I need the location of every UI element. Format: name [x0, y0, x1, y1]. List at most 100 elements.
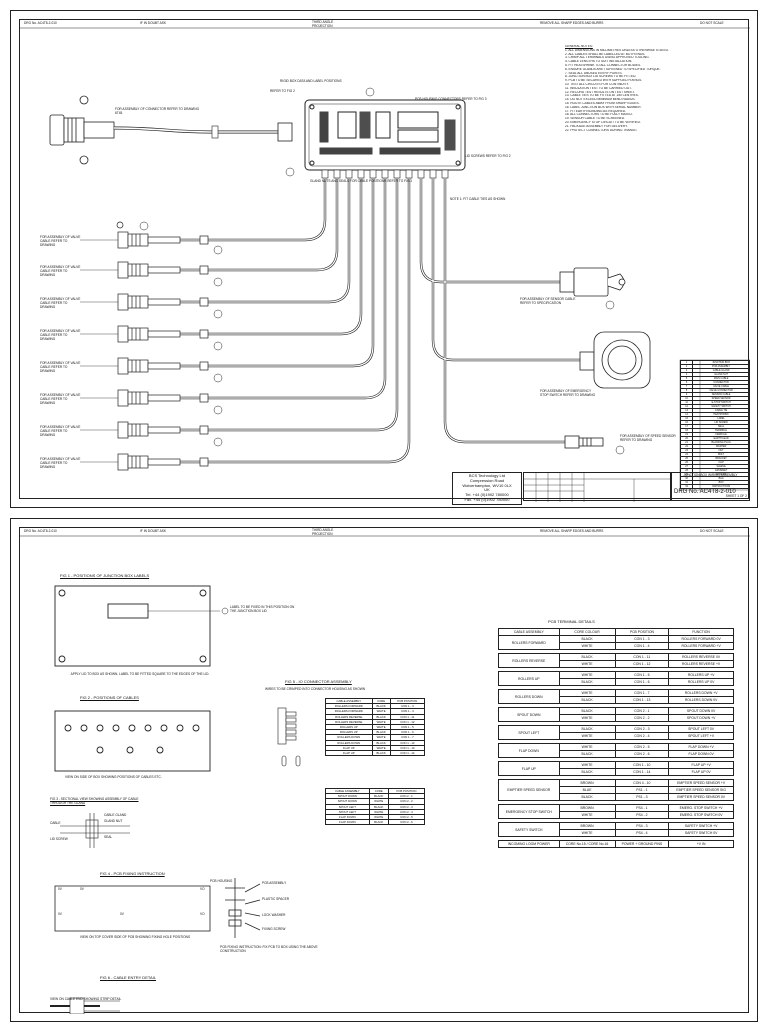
fig4-bottom-note: PCB FIXING INSTRUCTION: FIX PCB TO BOX U… — [220, 945, 318, 953]
sheet2-if-in-doubt: IF IN DOUBT ASK — [140, 529, 166, 533]
pcb-cell: WHITE — [558, 689, 616, 697]
company-addr1: Compression Road — [469, 477, 505, 483]
pcb-cell: FLAP DOWN 0V — [668, 750, 734, 758]
pcb-cell: CON 1 - 14 — [614, 768, 670, 776]
fig4-pcb-icon — [54, 878, 261, 938]
callout-safety-switch: FOR ASSEMBLY OF SENSOR CABLE REFER TO SP… — [520, 297, 576, 305]
general-notes: GENERAL NOTES: 1. ALL DIMENSIONS IN MILL… — [565, 45, 745, 132]
pcb-cell: PS1 - 3 — [614, 793, 670, 801]
callout-speed-sensor: FOR ASSEMBLY OF SPEED SENSOR REFER TO DR… — [620, 434, 676, 442]
pcb-cell: BROWN — [558, 779, 616, 787]
connector-cell: CON 2 - 6 — [387, 819, 426, 826]
fig1-lid-icon — [54, 585, 229, 667]
pcb-cell: PS4 - 1 — [614, 804, 670, 812]
pcb-cell: FLAP UP 0V — [668, 768, 734, 776]
pcb-cell: ROLLERS DOWN +V — [668, 689, 734, 697]
pcb-cell: +V IN — [668, 840, 734, 848]
pcb-cell: WHITE — [558, 811, 616, 819]
note-item: 8. JUNCTION BOX LID SCREWS TO BE FITTED. — [565, 75, 637, 79]
note-item: 18. ALL CONNECTORS TO BE FULLY MATED. — [565, 113, 633, 117]
fig2-side-icon — [54, 710, 211, 772]
fig4-label-1: 0V — [58, 887, 62, 891]
fig3-label-2: GLAND NUT — [104, 819, 123, 823]
box-glands — [321, 169, 449, 179]
pcb-cell: CON 2 - 5 — [614, 743, 670, 751]
pcb-cell: PS4 - 3 — [614, 822, 670, 830]
fig3-label-5: LID SCREW — [50, 837, 68, 841]
pcb-cell: ROLLERS FORWARD 0V — [668, 635, 734, 643]
pcb-cell: CON 1 - 6 — [614, 678, 670, 686]
pcb-cell: CON 1 - 7 — [614, 689, 670, 697]
pcb-cable-assembly: ROLLERS UP — [498, 671, 560, 686]
sheet2-do-not-scale: DO NOT SCALE — [700, 529, 724, 533]
pcb-cell: BLACK — [558, 653, 616, 661]
callout-pcb-housing: PCB HOUSING CONNECTORS REFER TO FIG 3 — [415, 97, 487, 101]
pcb-cell: SAFETY SWITCH +V — [668, 822, 734, 830]
sheet2-drg-ref: DRG No. AC4T8-2-010 — [24, 529, 57, 533]
fig4-note: VIEW ON TOP COVER SIDE OF PCB SHOWING FI… — [79, 935, 191, 939]
valve-cables — [180, 178, 411, 464]
branch-label-6: FOR ASSEMBLY OF VALVE CABLE REFER TO DRA… — [40, 393, 81, 405]
fig6-cable-icon — [50, 997, 120, 1014]
pcb-cell: PS4 - 4 — [614, 829, 670, 837]
callout-box-data: RIGID BOX DATA AND LABEL POSITIONS — [280, 79, 342, 83]
fig2-title: FIG 2 - POSITIONS OF CABLES — [80, 695, 139, 700]
pcb-cell: WHITE — [558, 671, 616, 679]
fig4-label-5: 0V — [120, 912, 124, 916]
part-number: 32 — [679, 484, 694, 489]
pcb-cell: CON 1 - 3 — [614, 635, 670, 643]
pcb-cell: BROWN — [558, 822, 616, 830]
pcb-cable-assembly: FLAP DOWN — [498, 743, 560, 758]
note-item: 20. EMERGENCY STOP CIRCUIT TO BE VERIFIE… — [565, 120, 641, 124]
revision-grid — [524, 473, 672, 502]
fig1-note: APPLY LID TO BOX AS SHOWN. LABEL TO BE F… — [70, 672, 210, 676]
pcb-header-cell: CORE COLOUR — [558, 628, 616, 636]
pcb-cable-assembly: INCOMING LOOM POWER — [498, 840, 560, 848]
pcb-cable-assembly: ROLLERS REVERSE — [498, 653, 560, 668]
note-item: 19. SENSOR CABLE TO BE SCREENED. — [565, 117, 625, 121]
pcb-cell: FLAP DOWN +V — [668, 743, 734, 751]
callout-main-cable: FOR ASSEMBLY OF CONNECTOR REFER TO DRAWI… — [115, 107, 200, 115]
pcb-cell: CON 2 - 2 — [614, 714, 670, 722]
pcb-cell: SPOUT LEFT +V — [668, 732, 734, 740]
pcb-cable-assembly: SPOUT DOWN — [498, 707, 560, 722]
pcb-cell: ROLLERS UP +V — [668, 671, 734, 679]
connector-cell: FLAP UP — [325, 749, 373, 757]
note-item: 9. PCB TO BE SECURED WITH SUPPLIED FIXIN… — [565, 79, 643, 83]
pcb-cell: EMPTIER SPEED SENSOR 0V — [668, 793, 734, 801]
branch-label-3: FOR ASSEMBLY OF VALVE CABLE REFER TO DRA… — [40, 297, 81, 309]
pcb-cell: CON 1 - 12 — [614, 660, 670, 668]
pcb-cell: WHITE — [558, 743, 616, 751]
fig4-label-2: 0V — [80, 887, 84, 891]
drawing-sheet-2: DRG No. AC4T8-2-010 IF IN DOUBT ASK THIR… — [10, 518, 758, 1022]
pcb-cell: ROLLERS REVERSE 0V — [668, 653, 734, 661]
drawing-title: JUNCTION BOX WIRING ASSEMBLY — [683, 473, 738, 477]
item-balloons — [139, 87, 625, 455]
emergency-stop-icon — [579, 331, 651, 389]
fig4-title: FIG 4 - PCB FIXING INSTRUCTION — [100, 871, 165, 876]
pcb-cable-assembly: FLAP UP — [498, 761, 560, 776]
sheet-1-drawing — [20, 27, 750, 491]
note-item: 12. RECORD TEST RESULTS ON TEST SHEET. — [565, 90, 636, 94]
note-item: 22. PROTECT CONNECTORS DURING TRANSIT. — [565, 128, 638, 132]
pcb-cable-assembly: SPOUT LEFT — [498, 725, 560, 740]
